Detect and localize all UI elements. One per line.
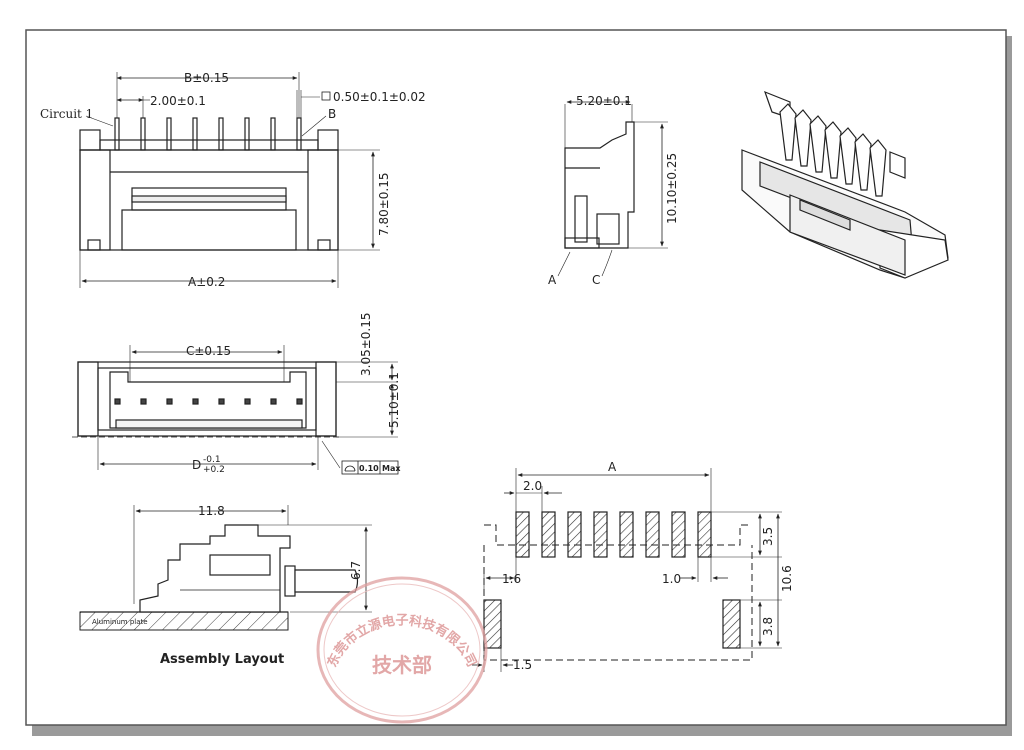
dim-d-tol-upper: -0.1 [203, 455, 221, 465]
pcb-layout [472, 468, 782, 672]
pcb-overall-height-label: 10.6 [780, 565, 794, 592]
height-label: 7.80±0.15 [377, 173, 391, 237]
pcb-pad-offset-label: 1.6 [502, 572, 521, 586]
dim-d-label: D [192, 458, 201, 472]
pin-width-label: 0.50±0.1±0.02 [333, 90, 426, 104]
dim-b-label: B±0.15 [184, 71, 229, 85]
front-view [72, 345, 399, 475]
mount-pad-left [483, 599, 502, 649]
flatness-value: 0.10 [359, 464, 379, 473]
side-view [557, 100, 668, 277]
circuit-1-label: Circuit 1 [40, 107, 93, 121]
ref-c-label: C [592, 273, 600, 287]
assembly-title: Assembly Layout [160, 652, 284, 667]
mount-pad-right [722, 599, 741, 649]
assembly-view [79, 505, 372, 631]
aluminum-plate-label: Aluminum plate [92, 618, 148, 626]
pin-ref-b-label: B [328, 107, 336, 121]
signal-pads [515, 511, 712, 558]
front-view-pins [114, 398, 303, 405]
pcb-pad-height-label: 3.5 [761, 527, 775, 546]
pcb-mount-pad-width-label: 1.5 [513, 658, 532, 672]
pcb-pad-width-label: 1.0 [662, 572, 681, 586]
iso-contacts [779, 103, 887, 197]
ref-a-label: A [548, 273, 557, 287]
dim-d-tol-lower: +0.2 [203, 465, 225, 475]
stamp-department: 技术部 [372, 653, 432, 677]
assembly-height-label: 6.7 [349, 561, 363, 580]
pcb-dim-a-label: A [608, 460, 617, 474]
height-bottom-label: 5.10±0.1 [387, 372, 401, 428]
pitch-label: 2.00±0.1 [150, 94, 206, 108]
pcb-mount-pad-height-label: 3.8 [761, 617, 775, 636]
top-view [79, 72, 380, 288]
dim-c-label: C±0.15 [186, 344, 231, 358]
dim-a-label: A±0.2 [188, 275, 225, 289]
isometric-view [741, 90, 949, 279]
side-width-label: 5.20±0.1 [576, 94, 632, 108]
assembly-width-label: 11.8 [198, 504, 225, 518]
flatness-max: Max [382, 464, 401, 473]
side-height-label: 10.10±0.25 [665, 153, 679, 224]
pcb-pitch-label: 2.0 [523, 479, 542, 493]
height-top-label: 3.05±0.15 [359, 313, 373, 377]
